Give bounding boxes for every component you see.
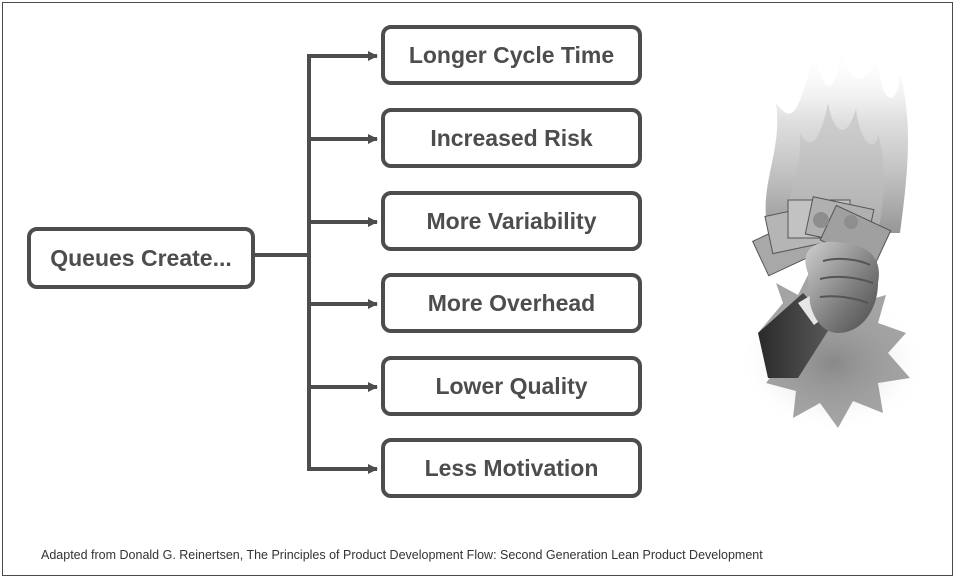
effect-label: Increased Risk [430, 124, 593, 151]
source-node: Queues Create... [27, 227, 255, 289]
effect-label: Less Motivation [424, 454, 599, 481]
effect-label: More Overhead [427, 289, 596, 316]
effect-label: Lower Quality [435, 372, 588, 399]
effect-label: More Variability [426, 207, 597, 234]
effect-node-cycle-time: Longer Cycle Time [381, 25, 642, 85]
effect-node-variability: More Variability [381, 191, 642, 251]
effect-label: Longer Cycle Time [408, 41, 615, 68]
source-label: Queues Create... [50, 244, 232, 271]
effect-node-motivation: Less Motivation [381, 438, 642, 498]
effect-node-overhead: More Overhead [381, 273, 642, 333]
burning-money-fist-icon [738, 48, 928, 433]
source-citation: Adapted from Donald G. Reinertsen, The P… [41, 548, 763, 562]
connector-lines [253, 51, 378, 474]
effect-node-quality: Lower Quality [381, 356, 642, 416]
effect-node-risk: Increased Risk [381, 108, 642, 168]
